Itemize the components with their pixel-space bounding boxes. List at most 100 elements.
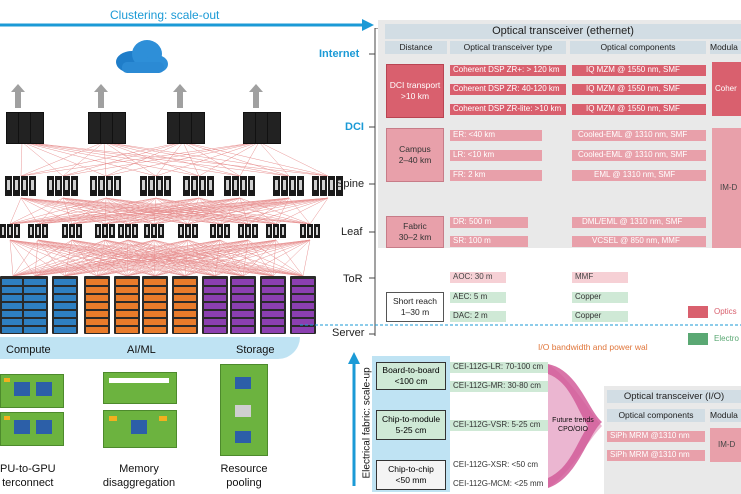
type-row-8: SR: 100 m: [450, 236, 528, 247]
type-row-2: Coherent DSP ZR: 40-120 km: [450, 84, 566, 95]
leaf-switch: [178, 224, 198, 238]
leaf-switches: [0, 224, 320, 238]
type-row-9: AOC: 30 m: [450, 272, 506, 283]
leaf-switch: [62, 224, 82, 238]
cei-lr: CEI-112G-LR: 70-100 cm: [450, 362, 548, 373]
level-server: Server: [332, 327, 365, 339]
scale-out-label: Clustering: scale-out: [110, 8, 220, 22]
comp-row-7: DML/EML @ 1310 nm, SMF: [572, 217, 706, 228]
comp-row-5: Cooled-EML @ 1310 nm, SMF: [572, 150, 706, 161]
comp-row-4: Cooled-EML @ 1310 nm, SMF: [572, 130, 706, 141]
legend-electro-label: Electro: [714, 334, 739, 343]
cei-xsr: CEI-112G-XSR: <50 cm: [450, 460, 544, 471]
compute-label: Compute: [6, 344, 51, 356]
type-row-11: DAC: 2 m: [450, 311, 506, 322]
level-bracket: [369, 28, 381, 336]
spine-switch: [90, 176, 121, 196]
header-type: Optical transceiver type: [450, 41, 566, 54]
leaf-switch: [238, 224, 258, 238]
cei-mcm: CEI-112G-MCM: <25 mm: [450, 479, 548, 490]
server-rack: [22, 276, 48, 334]
server-rack: [52, 276, 78, 334]
modulation-imd: IM-D: [712, 128, 741, 248]
server-racks: [0, 276, 316, 334]
header-components: Optical components: [570, 41, 706, 54]
io-row-1: SiPh MRM @1310 nm: [607, 431, 705, 442]
cei-mr: CEI-112G-MR: 30-80 cm: [450, 381, 548, 392]
type-row-7: DR: 500 m: [450, 217, 528, 228]
spine-switch: [140, 176, 171, 196]
modulation-coherent: Coher: [712, 62, 741, 116]
leaf-switch: [28, 224, 48, 238]
io-row-2: SiPh MRM @1310 nm: [607, 450, 705, 461]
cloud-icon: [116, 40, 168, 73]
leaf-switch: [118, 224, 138, 238]
group-short-reach: Short reach 1–30 m: [386, 292, 444, 322]
gpu-board-illustration: [0, 368, 68, 448]
scale-separator: [300, 324, 741, 326]
spine-switch: [224, 176, 255, 196]
comp-row-11: Copper: [572, 311, 628, 322]
spine-switch: [312, 176, 343, 196]
network-mesh: [9, 141, 329, 277]
group-fabric: Fabric 30–2 km: [386, 216, 444, 248]
memory-disaggregation-label: Memory disaggregation: [102, 463, 176, 489]
server-rack: [230, 276, 256, 334]
io-header-modulation: Modula: [710, 409, 741, 422]
scale-up-arrow: [348, 352, 360, 486]
type-row-1: Coherent DSP ZR+: > 120 km: [450, 65, 566, 76]
type-row-6: FR: 2 km: [450, 170, 542, 181]
scale-out-arrow: [0, 19, 374, 31]
gpu-interconnect-label: PU-to-GPU terconnect: [0, 463, 56, 489]
spine-switch: [183, 176, 214, 196]
leaf-switch: [95, 224, 115, 238]
level-internet: Internet: [319, 48, 360, 60]
spine-switches: [5, 176, 343, 196]
storage-label: Storage: [236, 344, 275, 356]
comp-row-10: Copper: [572, 292, 628, 303]
leaf-switch: [300, 224, 320, 238]
type-row-3: Coherent DSP ZR-lite: >10 km: [450, 104, 566, 115]
type-row-4: ER: <40 km: [450, 130, 542, 141]
resource-board-illustration: [220, 364, 268, 456]
leaf-switch: [210, 224, 230, 238]
resource-pooling-label: Resource pooling: [220, 463, 268, 489]
board-to-board-box: Board-to-board <100 cm: [376, 362, 446, 390]
server-rack: [84, 276, 110, 334]
comp-row-6: EML @ 1310 nm, SMF: [572, 170, 706, 181]
type-row-5: LR: <10 km: [450, 150, 542, 161]
spine-switch: [273, 176, 304, 196]
io-wall-label: I/O bandwidth and power wal: [538, 342, 648, 352]
type-row-10: AEC: 5 m: [450, 292, 506, 303]
server-rack: [202, 276, 228, 334]
cei-vsr: CEI-112G-VSR: 5-25 cm: [450, 420, 548, 431]
server-rack: [172, 276, 198, 334]
spine-switch: [47, 176, 78, 196]
comp-row-8: VCSEL @ 850 nm, MMF: [572, 236, 706, 247]
optical-io-title: Optical transceiver (I/O): [607, 390, 741, 403]
comp-row-9: MMF: [572, 272, 628, 283]
server-rack: [0, 276, 26, 334]
level-dci: DCI: [345, 121, 364, 133]
scale-up-label: Electrical fabric: scale-up: [361, 367, 373, 479]
server-rack: [290, 276, 316, 334]
future-trends-label: Future trends CPO/OIO: [552, 417, 594, 433]
io-header-components: Optical components: [607, 409, 705, 422]
dci-uplink-arrows: [11, 84, 263, 108]
io-modulation-imd: IM-D: [710, 428, 741, 462]
leaf-switch: [0, 224, 20, 238]
level-leaf: Leaf: [341, 226, 363, 238]
level-tor: ToR: [343, 273, 363, 285]
server-rack: [114, 276, 140, 334]
comp-row-1: IQ MZM @ 1550 nm, SMF: [572, 65, 706, 76]
group-dci-transport: DCI transport >10 km: [386, 64, 444, 118]
spine-switch: [5, 176, 36, 196]
cpo-funnel: [548, 364, 602, 488]
leaf-switch: [266, 224, 286, 238]
leaf-switch: [144, 224, 164, 238]
rack-label-band: [0, 337, 300, 359]
header-modulation: Modula: [710, 41, 741, 54]
memory-board-illustration: [103, 372, 177, 450]
chip-to-module-box: Chip-to-module 5-25 cm: [376, 410, 446, 440]
group-campus: Campus 2–40 km: [386, 128, 444, 182]
